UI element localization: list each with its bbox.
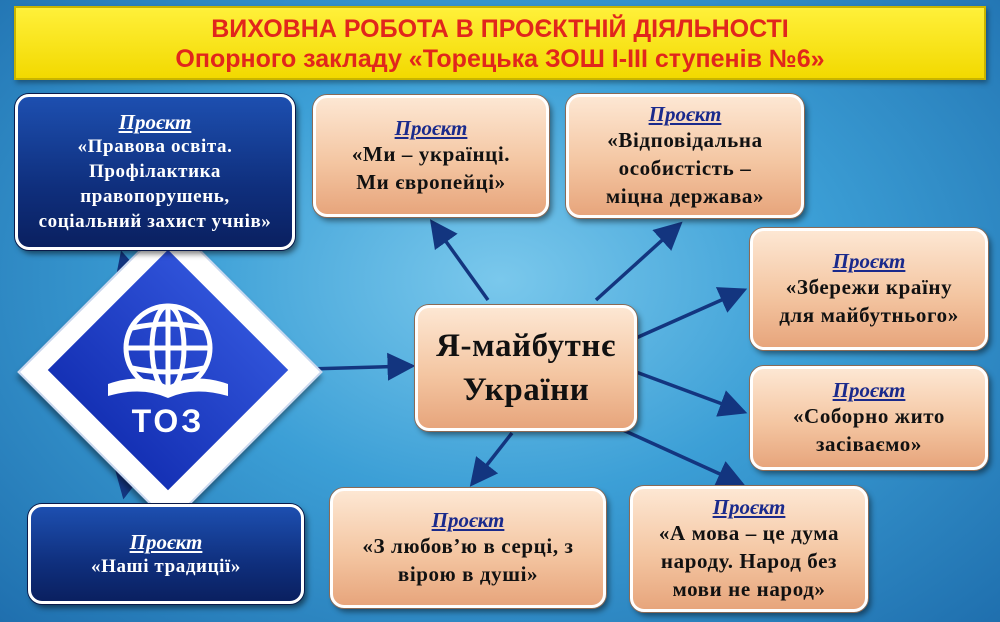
- project-save-country: Проєкт «Збережи країну для майбутнього»: [750, 228, 988, 350]
- project-line: «Відповідальна: [607, 128, 763, 152]
- project-line: «А мова – це дума: [658, 521, 840, 545]
- project-line: «Наші традиції»: [90, 555, 242, 577]
- project-line: «Соборно жито: [792, 404, 946, 428]
- project-label: Проєкт: [712, 495, 786, 519]
- globe-book-logo-icon: ТОЗ: [108, 303, 228, 439]
- project-line: правопорушень,: [80, 186, 230, 207]
- project-label: Проєкт: [394, 116, 468, 140]
- logo-text: ТОЗ: [132, 403, 205, 439]
- title-line-1: ВИХОВНА РОБОТА В ПРОЄКТНІЙ ДІЯЛЬНОСТІ: [211, 15, 789, 43]
- project-line: соціальний захист учнів»: [38, 211, 272, 232]
- project-line: народу. Народ без: [660, 549, 838, 573]
- project-label: Проєкт: [118, 110, 192, 134]
- center-line-2: України: [462, 372, 590, 408]
- project-line: «Збережи країну: [785, 275, 953, 299]
- title-line-2: Опорного закладу «Торецька ЗОШ І-ІІІ сту…: [175, 45, 825, 73]
- title-banner: ВИХОВНА РОБОТА В ПРОЄКТНІЙ ДІЯЛЬНОСТІ Оп…: [14, 6, 986, 80]
- project-label: Проєкт: [431, 508, 505, 532]
- project-responsible-person: Проєкт «Відповідальна особистість – міцн…: [566, 94, 804, 218]
- project-label: Проєкт: [832, 378, 906, 402]
- project-line: міцна держава»: [605, 184, 765, 208]
- project-label: Проєкт: [832, 249, 906, 273]
- project-line: мови не народ»: [672, 577, 826, 601]
- project-line: вірою в душі»: [397, 562, 539, 586]
- project-line: для майбутнього»: [779, 303, 959, 327]
- project-ukrainians-europeans: Проєкт «Ми – українці. Ми європейці»: [313, 95, 549, 217]
- arrow-center-to-project-rye: [635, 370, 748, 417]
- project-line: Профілактика: [88, 161, 222, 182]
- project-our-traditions: Проєкт «Наші традиції»: [28, 504, 304, 604]
- project-line: засіваємо»: [815, 432, 923, 456]
- project-line: особистість –: [618, 156, 752, 180]
- center-line-1: Я-майбутнє: [436, 328, 616, 364]
- arrow-center-to-project-save-country: [635, 287, 748, 340]
- arrow-center-to-project-responsibility: [594, 221, 683, 302]
- arrow-center-to-project-ukrainians: [429, 219, 490, 302]
- project-line: «Ми – українці.: [351, 142, 511, 166]
- center-node: Я-майбутнє України: [415, 305, 637, 431]
- project-line: «З любов’ю в серці, з: [362, 534, 574, 558]
- project-sow-rye: Проєкт «Соборно жито засіваємо»: [750, 366, 988, 470]
- project-label: Проєкт: [648, 102, 722, 126]
- project-love-faith: Проєкт «З любов’ю в серці, з вірою в душ…: [330, 488, 606, 608]
- arrow-center-to-project-language: [611, 423, 746, 487]
- project-line: Ми європейці»: [356, 170, 506, 194]
- arrow-center-to-project-love: [469, 431, 514, 487]
- project-language: Проєкт «А мова – це дума народу. Народ б…: [630, 486, 868, 612]
- project-law-education: Проєкт «Правова освіта. Профілактика пра…: [15, 94, 295, 250]
- project-label: Проєкт: [129, 529, 203, 554]
- project-line: «Правова освіта.: [77, 136, 233, 157]
